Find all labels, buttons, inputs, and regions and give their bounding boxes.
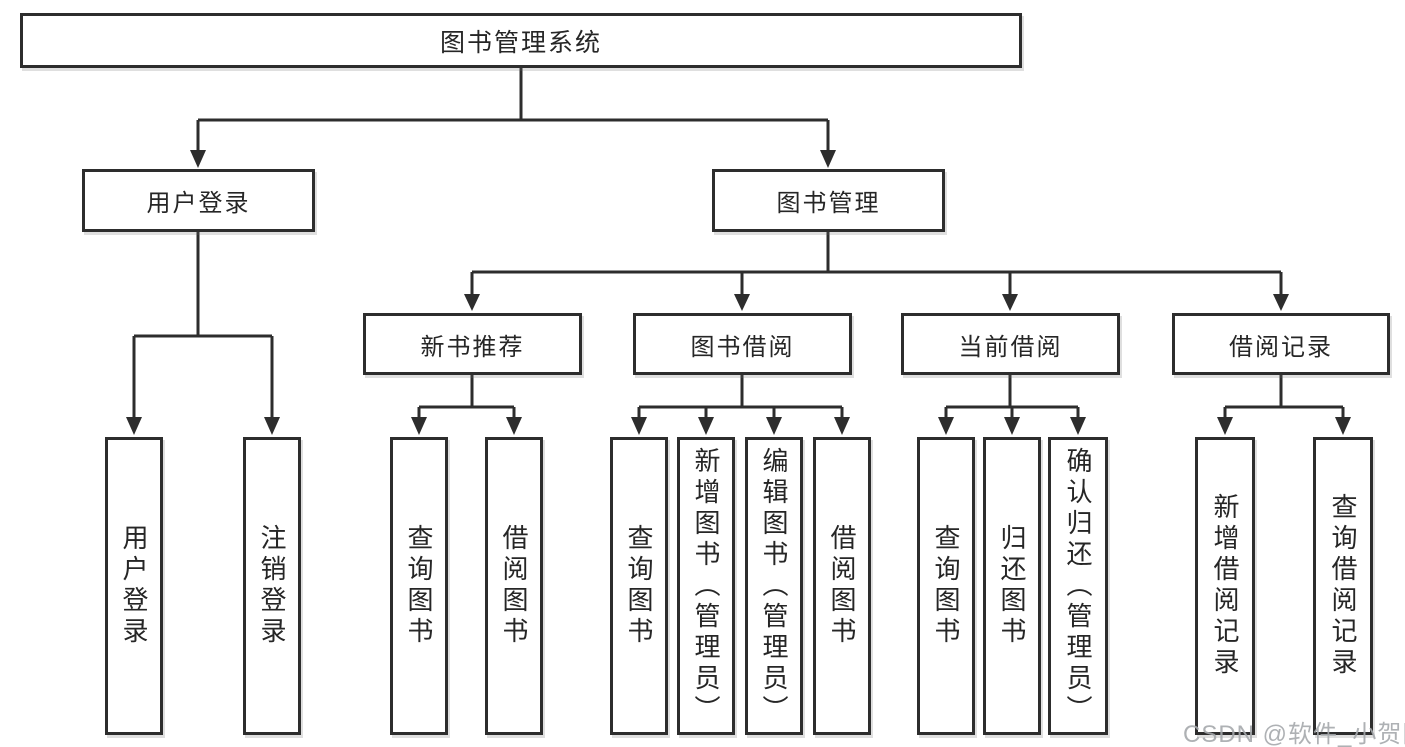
node-label: 图书管理系统	[439, 28, 602, 57]
node-label: 新书推荐	[420, 333, 525, 361]
node-current-borrowing: 当前借阅	[901, 313, 1120, 375]
leaf-query-books-borrow: 查询图书	[610, 437, 668, 735]
edge-mgmt-to-level3	[470, 232, 1283, 297]
node-label: 用户登录	[146, 190, 251, 217]
leaf-label: 借阅图书	[827, 524, 857, 648]
leaf-add-book-admin: 新增图书（管理员）	[677, 437, 735, 735]
leaf-query-borrow-record: 查询借阅记录	[1313, 437, 1373, 735]
leaf-label: 用户登录	[119, 524, 149, 648]
edges	[132, 68, 1345, 421]
node-new-book-recommendation: 新书推荐	[363, 313, 582, 375]
edge-rec-to-leaves	[417, 375, 516, 421]
leaf-label: 归还图书	[997, 524, 1027, 648]
edge-current-to-leaves	[944, 375, 1080, 421]
leaf-edit-book-admin: 编辑图书（管理员）	[745, 437, 803, 735]
leaf-label: 编辑图书（管理员）	[759, 446, 789, 726]
node-book-management: 图书管理	[712, 169, 945, 232]
csdn-watermark: CSDN @软件_小贺同学	[1183, 721, 1405, 747]
node-label: 图书借阅	[690, 333, 795, 361]
edge-login-to-leaves	[132, 232, 274, 421]
leaf-label: 新增图书（管理员）	[691, 446, 721, 726]
node-label: 借阅记录	[1229, 333, 1333, 361]
leaf-label: 查询图书	[931, 524, 961, 648]
leaf-query-books-current: 查询图书	[917, 437, 975, 735]
leaf-label: 新增借阅记录	[1210, 493, 1240, 679]
leaf-logout: 注销登录	[243, 437, 301, 735]
leaf-query-books-recommend: 查询图书	[390, 437, 448, 735]
leaf-label: 查询借阅记录	[1328, 493, 1358, 679]
node-user-login: 用户登录	[82, 169, 315, 232]
node-library-management-system: 图书管理系统	[20, 13, 1022, 68]
node-label: 当前借阅	[958, 333, 1063, 361]
edge-borrow-to-leaves	[637, 375, 844, 421]
leaf-return-book: 归还图书	[983, 437, 1041, 735]
leaf-borrow-books: 借阅图书	[813, 437, 871, 735]
leaf-label: 借阅图书	[499, 524, 529, 648]
node-borrowing-records: 借阅记录	[1172, 313, 1390, 375]
leaf-user-login: 用户登录	[105, 437, 163, 735]
leaf-label: 注销登录	[257, 524, 287, 648]
edge-root-to-level2	[196, 68, 830, 156]
edge-history-to-leaves	[1223, 375, 1345, 421]
node-book-borrowing: 图书借阅	[633, 313, 852, 375]
leaf-add-borrow-record: 新增借阅记录	[1195, 437, 1255, 735]
leaf-label: 查询图书	[624, 524, 654, 648]
node-label: 图书管理	[776, 190, 881, 217]
leaf-borrow-books-recommend: 借阅图书	[485, 437, 543, 735]
leaf-label: 查询图书	[404, 524, 434, 648]
leaf-confirm-return-admin: 确认归还（管理员）	[1048, 437, 1108, 735]
leaf-label: 确认归还（管理员）	[1063, 446, 1093, 726]
